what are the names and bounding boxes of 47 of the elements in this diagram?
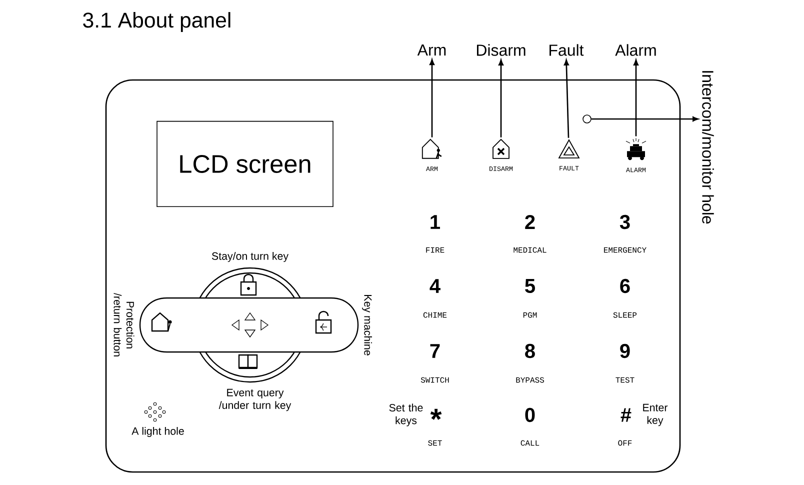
key-function-label: CHIME bbox=[423, 312, 447, 318]
key-function-label: MEDICAL bbox=[514, 247, 546, 253]
arrow bbox=[634, 60, 638, 136]
key-function-label: OFF bbox=[618, 440, 632, 446]
annotation: Protection /return button bbox=[114, 292, 134, 356]
key-function-label: SWITCH bbox=[420, 377, 449, 383]
callout-label: Alarm bbox=[615, 44, 656, 56]
key-digit: * bbox=[430, 408, 442, 420]
callout-label: Fault bbox=[550, 44, 584, 56]
key-digit: 5 bbox=[525, 279, 535, 293]
indicator-button bbox=[422, 138, 442, 172]
key-digit: 1 bbox=[430, 215, 440, 229]
annotation: Enter key bbox=[643, 404, 668, 426]
key-function-label: FIRE bbox=[426, 247, 444, 253]
key-digit: # bbox=[620, 408, 632, 422]
key-digit: 4 bbox=[430, 279, 440, 293]
annotation: Stay/on turn key bbox=[212, 252, 288, 262]
annotation: Set the keys bbox=[389, 404, 423, 426]
key-digit: 0 bbox=[525, 408, 535, 422]
indicator-button bbox=[490, 138, 513, 171]
annotation: Key machine bbox=[362, 295, 372, 356]
key-digit: 9 bbox=[620, 344, 630, 358]
callout-label: Disarm bbox=[477, 44, 526, 56]
key-digit: 3 bbox=[620, 214, 630, 230]
lcd-screen-box: LCD screen bbox=[156, 120, 334, 208]
key-digit: 2 bbox=[525, 215, 535, 229]
callout-label: Intercom/monitor hole bbox=[702, 71, 714, 224]
key-digit: 8 bbox=[525, 344, 535, 358]
arrow bbox=[591, 116, 698, 122]
title: 3.1 About panel bbox=[83, 12, 230, 32]
callout-label: Arm bbox=[417, 44, 446, 56]
key-function-label: TEST bbox=[616, 377, 634, 383]
indicator-button bbox=[626, 138, 646, 172]
key-function-label: BYPASS bbox=[516, 377, 544, 383]
annotation: Event query /under turn key bbox=[218, 388, 292, 412]
key-digit: 6 bbox=[620, 278, 630, 294]
arrow bbox=[430, 59, 434, 138]
key-function-label: SET bbox=[428, 440, 442, 446]
key-function-label: PGM bbox=[523, 312, 537, 318]
arrow bbox=[564, 60, 570, 138]
key-digit: 7 bbox=[430, 344, 440, 358]
arrow bbox=[498, 60, 504, 138]
annotation: A light hole bbox=[132, 427, 184, 437]
key-function-label: SLEEP bbox=[613, 312, 637, 318]
hole-circle bbox=[582, 114, 592, 124]
key-function-label: EMERGENCY bbox=[604, 247, 646, 253]
key-function-label: CALL bbox=[520, 440, 540, 446]
